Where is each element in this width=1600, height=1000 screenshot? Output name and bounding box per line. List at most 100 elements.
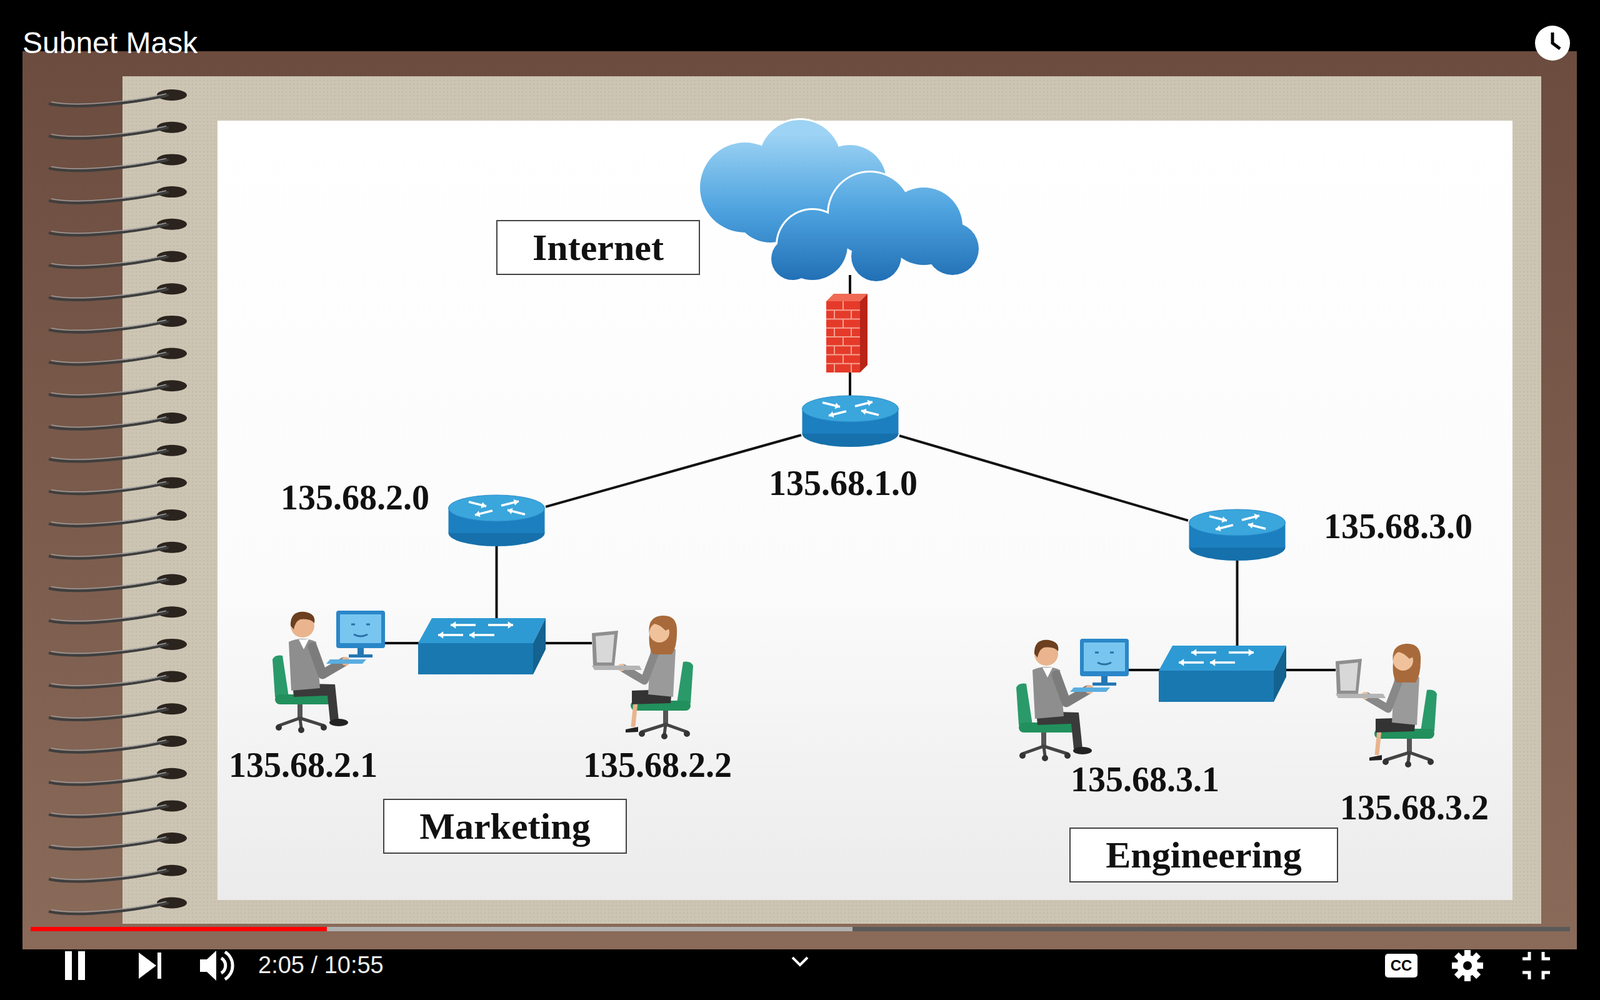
chair-wheel xyxy=(1405,761,1412,768)
hair xyxy=(648,615,677,655)
arrow-head xyxy=(1221,516,1227,523)
label-box: Marketing xyxy=(383,798,627,854)
spiral-wire-shine xyxy=(51,804,167,815)
chair-wheel xyxy=(638,730,645,737)
progress-track xyxy=(30,926,1570,932)
notebook-spiral xyxy=(48,89,187,914)
label-box: Engineering xyxy=(1069,827,1338,883)
exit-fullscreen-icon xyxy=(1522,951,1530,959)
arrow-head xyxy=(1254,513,1260,520)
caption-button-text: CC xyxy=(1390,957,1413,974)
person-figure xyxy=(1016,638,1129,762)
spiral-wire-shine xyxy=(51,352,167,363)
gear-hole xyxy=(1463,961,1472,970)
spiral-wire-shine xyxy=(51,772,167,783)
network-link xyxy=(545,435,802,507)
monitor-stand xyxy=(357,646,364,656)
volume-wave xyxy=(225,951,233,980)
notebook-frame xyxy=(22,51,1577,950)
cloud-front xyxy=(769,170,981,284)
chair-back xyxy=(1016,683,1033,730)
chair-wheel xyxy=(298,726,305,734)
shoe xyxy=(1073,746,1092,755)
ip-address: 135.68.3.1 xyxy=(1070,760,1220,800)
spiral-wire-shine xyxy=(51,610,167,621)
video-title: Subnet Mask xyxy=(22,26,198,60)
leg xyxy=(633,701,636,727)
workstation-figure xyxy=(1309,631,1454,769)
spiral-wire-shine xyxy=(51,449,167,460)
ip-address: 135.68.3.2 xyxy=(1340,788,1489,828)
hair-fringe xyxy=(650,621,671,631)
spiral-wire-shine xyxy=(51,836,167,847)
arrow-head xyxy=(1178,658,1184,666)
chair-back xyxy=(676,661,694,708)
router-symbol xyxy=(801,395,900,448)
firewall-side xyxy=(860,293,868,373)
spiral-wire-shine xyxy=(51,223,167,234)
brick-line xyxy=(850,345,852,355)
spiral-wire-shine xyxy=(51,481,167,492)
laptop-base xyxy=(591,665,642,670)
progress-played xyxy=(30,926,327,932)
network-wire xyxy=(544,641,592,645)
monitor-screen xyxy=(1083,642,1125,672)
firewall xyxy=(826,293,868,373)
hair-fringe xyxy=(1394,650,1415,659)
chair-wheel xyxy=(1041,755,1049,762)
ip-address: 135.68.3.0 xyxy=(1323,507,1473,547)
router-symbol xyxy=(447,494,546,547)
workstation: 135.68.3.1 xyxy=(1000,625,1144,763)
video-controls xyxy=(30,25,1570,982)
hair xyxy=(1034,640,1059,658)
arrow-head xyxy=(469,631,475,639)
network-wire xyxy=(1128,668,1160,672)
chair-wheel xyxy=(1382,758,1389,765)
keyboard xyxy=(326,659,367,664)
clock-icon xyxy=(1535,25,1570,61)
shoe xyxy=(329,718,349,727)
label-box: Internet xyxy=(496,220,700,275)
brick-line xyxy=(833,363,835,373)
laptop-display xyxy=(595,634,615,663)
switch-top xyxy=(418,618,546,644)
switch-symbol xyxy=(1158,645,1287,702)
chair-wheel xyxy=(320,724,327,731)
chair-wheel xyxy=(275,724,282,731)
arrow-head xyxy=(507,508,513,515)
router-top xyxy=(802,395,899,422)
laptop-screen xyxy=(1335,658,1362,694)
clock-hands xyxy=(1552,32,1560,49)
screen-face xyxy=(351,624,370,637)
network-wire xyxy=(1236,546,1239,662)
chair-wheel xyxy=(1427,758,1434,765)
arrow-head xyxy=(508,621,514,629)
router-node: 135.68.3.0 xyxy=(1188,508,1287,562)
volume-speaker xyxy=(200,950,217,981)
monitor-stand xyxy=(1101,675,1108,684)
exit-fullscreen-icon xyxy=(1522,972,1530,980)
brick-line xyxy=(833,328,835,337)
router-top xyxy=(1189,509,1286,536)
spiral-wire-shine xyxy=(51,287,167,298)
next-icon-bar xyxy=(157,952,162,979)
workstation-figure xyxy=(256,596,400,735)
arrow-head xyxy=(1191,648,1197,656)
spiral-wire-shine xyxy=(51,869,167,880)
network-wire xyxy=(848,275,852,295)
gear-body xyxy=(1456,955,1479,977)
spiral-wire-shine xyxy=(51,190,167,201)
spiral-wire-shine xyxy=(51,320,167,330)
chair-wheel xyxy=(683,730,690,737)
brick-line xyxy=(850,363,852,373)
spiral-wire-shine xyxy=(51,578,167,589)
brick-line xyxy=(833,310,835,319)
chevron-icon xyxy=(792,957,808,965)
arrow-head xyxy=(438,631,444,639)
video-time: 2:05 / 10:55 xyxy=(258,952,384,979)
brick-line xyxy=(842,355,844,364)
ip-address: 135.68.2.1 xyxy=(228,746,378,785)
spiral-wire-shine xyxy=(51,384,167,395)
